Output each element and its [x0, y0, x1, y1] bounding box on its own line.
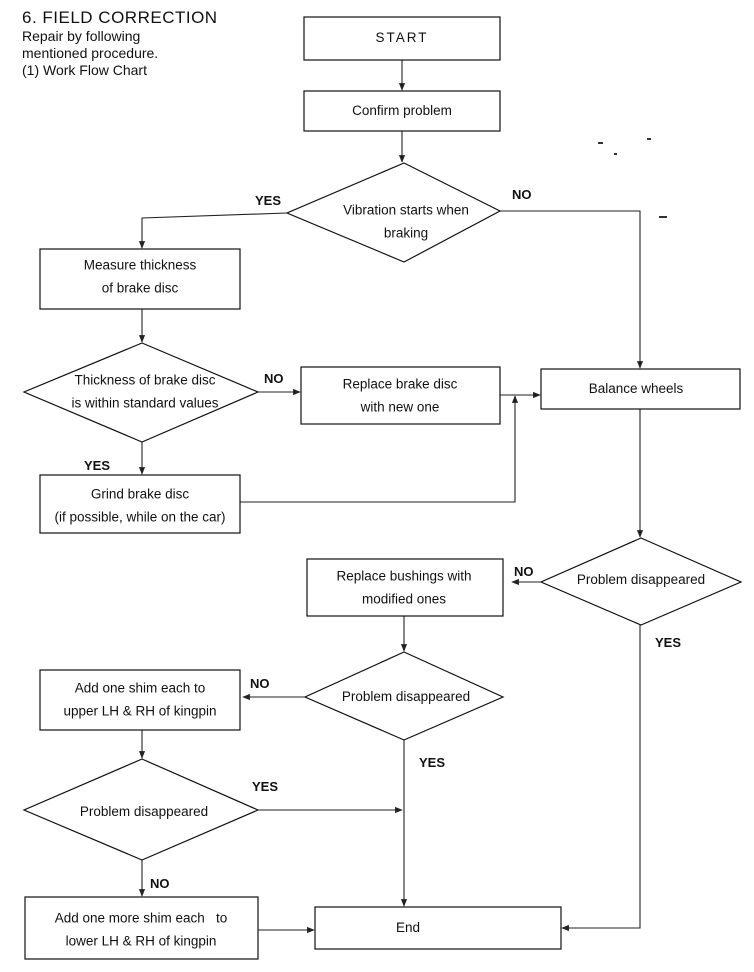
node-grind-brake-disc-text: Grind brake disc (if possible, while on t… — [54, 486, 225, 524]
node-replace-bushings: Replace bushings with modified ones — [306, 558, 504, 617]
node-balance-wheels: Balance wheels — [540, 368, 741, 410]
label-prob2-no: NO — [250, 676, 270, 691]
node-text-line: with new one — [360, 399, 440, 414]
section-title: 6. FIELD CORRECTION — [22, 8, 218, 27]
node-text-line: Add one shim each to — [75, 680, 206, 695]
node-measure-thickness-text: Measure thickness of brake disc — [84, 257, 197, 295]
node-measure-thickness: Measure thickness of brake disc — [39, 248, 241, 310]
label-prob1-no: NO — [514, 564, 534, 579]
scan-specks — [598, 138, 667, 218]
node-problem-decision-2-text: Problem disappeared — [342, 689, 470, 704]
node-vibration-decision-text: Vibration starts when braking — [343, 202, 469, 240]
node-text-line: Add one more shim each to — [55, 910, 228, 925]
node-text-line: Thickness of brake disc — [74, 372, 215, 387]
node-text-line: Replace brake disc — [343, 376, 458, 391]
node-end-text: End — [396, 920, 420, 935]
node-confirm-problem-text: Confirm problem — [352, 103, 452, 118]
node-text-line: Vibration starts when — [343, 202, 469, 217]
intro-line-3: (1) Work Flow Chart — [22, 62, 147, 78]
label-prob2-yes: YES — [419, 755, 445, 770]
node-problem-decision-3-text: Problem disappeared — [80, 804, 208, 819]
label-thickness-no: NO — [264, 371, 284, 386]
node-problem-decision-2: Problem disappeared — [303, 651, 505, 741]
edge-prob1-yes — [561, 625, 641, 932]
node-text-line: of brake disc — [102, 280, 179, 295]
label-prob1-yes: YES — [655, 635, 681, 650]
node-balance-wheels-text: Balance wheels — [589, 381, 684, 396]
node-start: START — [303, 16, 501, 61]
node-problem-decision-1-text: Problem disappeared — [577, 572, 705, 587]
node-replace-bushings-text: Replace bushings with modified ones — [336, 568, 471, 606]
node-text-line: START — [375, 30, 428, 45]
node-problem-decision-1: Problem disappeared — [539, 537, 743, 626]
label-prob3-yes: YES — [252, 779, 278, 794]
node-text-line: Replace bushings with — [336, 568, 471, 583]
page-header: 6. FIELD CORRECTION Repair by following … — [22, 8, 218, 79]
node-grind-brake-disc: Grind brake disc (if possible, while on t… — [39, 474, 241, 534]
edge-labels: YES NO NO YES NO YES NO YES YES NO — [84, 187, 681, 891]
node-add-shim-lower-text: Add one more shim each to lower LH & RH o… — [55, 910, 228, 948]
node-text-line: Problem disappeared — [577, 572, 705, 587]
node-text-line: Problem disappeared — [80, 804, 208, 819]
node-text-line: Balance wheels — [589, 381, 684, 396]
node-text-line: lower LH & RH of kingpin — [66, 933, 217, 948]
label-prob3-no: NO — [150, 876, 170, 891]
node-text-line: Confirm problem — [352, 103, 452, 118]
node-text-line: braking — [384, 225, 428, 240]
label-thickness-yes: YES — [84, 458, 110, 473]
node-add-shim-upper: Add one shim each to upper LH & RH of kin… — [39, 669, 241, 731]
node-vibration-decision: Vibration starts when braking — [285, 162, 502, 263]
intro-line-1: Repair by following — [22, 28, 141, 44]
nodes: START Confirm problem Vibration starts w… — [22, 16, 743, 960]
node-replace-brake-disc: Replace brake disc with new one — [300, 366, 501, 425]
node-text-line: Problem disappeared — [342, 689, 470, 704]
node-start-text: START — [375, 30, 428, 45]
node-confirm-problem: Confirm problem — [303, 90, 501, 132]
edges — [138, 60, 644, 934]
node-add-shim-upper-text: Add one shim each to upper LH & RH of kin… — [63, 680, 216, 718]
node-text-line: Grind brake disc — [91, 486, 190, 501]
node-add-shim-lower: Add one more shim each to lower LH & RH o… — [24, 896, 259, 960]
node-end: End — [314, 906, 562, 950]
edge-vibration-no — [500, 210, 644, 369]
node-thickness-decision-text: Thickness of brake disc is within standar… — [71, 372, 218, 410]
node-text-line: Measure thickness — [84, 257, 197, 272]
node-text-line: modified ones — [362, 591, 446, 606]
node-thickness-decision: Thickness of brake disc is within standar… — [22, 342, 260, 443]
edge-vibration-yes — [138, 212, 288, 249]
edge-grind-merge — [240, 395, 519, 503]
node-replace-brake-disc-text: Replace brake disc with new one — [343, 376, 458, 414]
label-vibration-yes: YES — [255, 193, 281, 208]
node-problem-decision-3: Problem disappeared — [22, 758, 260, 861]
node-text-line: is within standard values — [71, 395, 218, 410]
intro-line-2: mentioned procedure. — [22, 45, 159, 61]
label-vibration-no: NO — [512, 187, 532, 202]
node-text-line: (if possible, while on the car) — [54, 509, 225, 524]
node-text-line: End — [396, 920, 420, 935]
node-text-line: upper LH & RH of kingpin — [63, 703, 216, 718]
